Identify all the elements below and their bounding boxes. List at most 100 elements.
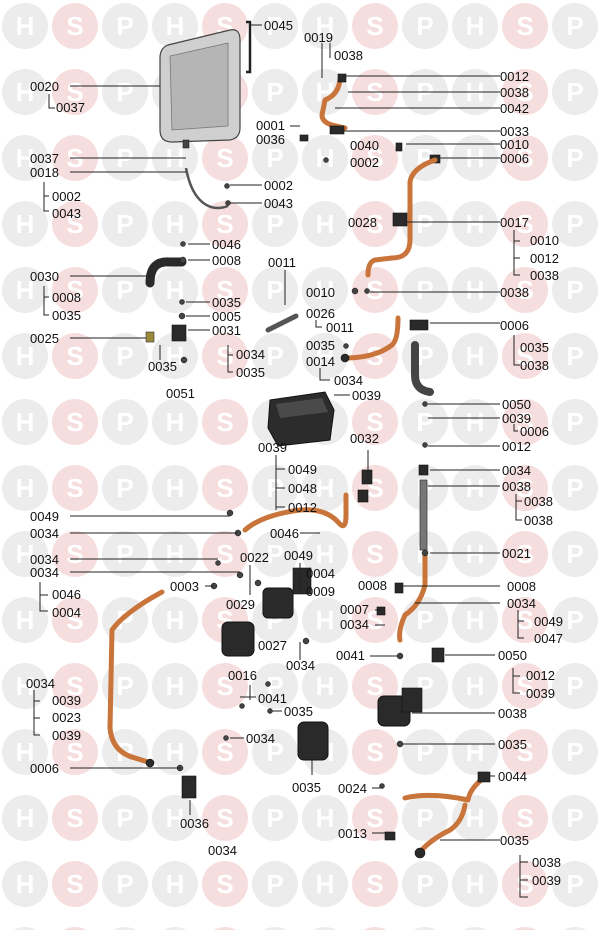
part-label[interactable]: 0009 — [306, 584, 335, 599]
part-label[interactable]: 0039 — [52, 728, 81, 743]
part-label[interactable]: 0036 — [180, 816, 209, 831]
part-label[interactable]: 0004 — [52, 605, 81, 620]
part-label[interactable]: 0035 — [284, 704, 313, 719]
part-label[interactable]: 0002 — [264, 178, 293, 193]
part-label[interactable]: 0034 — [26, 676, 55, 691]
part-label[interactable]: 0049 — [534, 614, 563, 629]
part-label[interactable]: 0035 — [498, 737, 527, 752]
part-label[interactable]: 0038 — [532, 855, 561, 870]
fitting[interactable] — [418, 464, 429, 476]
heat-exchanger[interactable] — [267, 391, 335, 447]
part-label[interactable]: 0046 — [52, 587, 81, 602]
part-label[interactable]: 0048 — [288, 481, 317, 496]
fitting[interactable] — [337, 73, 347, 83]
part-label[interactable]: 0012 — [530, 251, 559, 266]
part-label[interactable]: 0011 — [268, 255, 296, 270]
part-label[interactable]: 0034 — [30, 526, 59, 541]
part-label[interactable]: 0034 — [286, 658, 315, 673]
pipe-0017[interactable] — [365, 157, 438, 278]
part-label[interactable]: 0034 — [208, 843, 237, 858]
part-label[interactable]: 0028 — [348, 215, 377, 230]
part-label[interactable]: 0036 — [256, 132, 285, 147]
part-label[interactable]: 0016 — [228, 668, 257, 683]
part-label[interactable]: 0024 — [338, 781, 367, 796]
part-label[interactable]: 0002 — [350, 155, 379, 170]
fitting[interactable] — [409, 319, 429, 331]
part-label[interactable]: 0031 — [212, 323, 241, 338]
part-label[interactable]: 0027 — [258, 638, 287, 653]
part-label[interactable]: 0025 — [30, 331, 59, 346]
part-label[interactable]: 0017 — [500, 215, 529, 230]
part-label[interactable]: 0008 — [52, 290, 81, 305]
part-label[interactable]: 0038 — [334, 48, 363, 63]
part-label[interactable]: 0006 — [30, 761, 59, 776]
pump-0023[interactable] — [377, 687, 423, 727]
pipe-0006[interactable] — [411, 341, 434, 396]
part-label[interactable]: 0006 — [500, 151, 529, 166]
part-label[interactable]: 0049 — [284, 548, 313, 563]
part-label[interactable]: 0004 — [306, 566, 335, 581]
motor-0047[interactable] — [221, 621, 255, 657]
part-label[interactable]: 0040 — [350, 138, 379, 153]
part-label[interactable]: 0051 — [166, 386, 195, 401]
part-label[interactable]: 0039 — [52, 693, 81, 708]
part-label[interactable]: 0049 — [288, 462, 317, 477]
part-label[interactable]: 0043 — [264, 196, 293, 211]
part-label[interactable]: 0018 — [30, 165, 59, 180]
valve-0024[interactable] — [181, 775, 197, 799]
part-label[interactable]: 0032 — [350, 431, 379, 446]
part-label[interactable]: 0012 — [500, 69, 529, 84]
part-label[interactable]: 0037 — [30, 151, 59, 166]
pipe-0016[interactable] — [107, 589, 165, 765]
flexible-hose[interactable] — [184, 167, 229, 210]
part-label[interactable]: 0008 — [358, 578, 387, 593]
fitting[interactable] — [329, 125, 345, 135]
part-label[interactable]: 0026 — [306, 306, 335, 321]
part-label[interactable]: 0034 — [246, 731, 275, 746]
part-label[interactable]: 0044 — [498, 769, 527, 784]
part-label[interactable]: 0010 — [500, 137, 529, 152]
fitting[interactable] — [361, 469, 373, 485]
part-label[interactable]: 0035 — [500, 833, 529, 848]
part-label[interactable]: 0034 — [507, 596, 536, 611]
part-label[interactable]: 0035 — [306, 338, 335, 353]
part-label[interactable]: 0039 — [258, 440, 287, 455]
fitting[interactable] — [357, 489, 369, 503]
fitting[interactable] — [477, 771, 491, 783]
part-label[interactable]: 0012 — [526, 668, 555, 683]
sensor[interactable] — [145, 331, 155, 343]
part-label[interactable]: 0049 — [30, 509, 59, 524]
rubber-hose[interactable] — [145, 257, 187, 288]
part-label[interactable]: 0003 — [170, 579, 199, 594]
part-label[interactable]: 0023 — [52, 710, 81, 725]
part-label[interactable]: 0008 — [507, 579, 536, 594]
part-label[interactable]: 0034 — [334, 373, 363, 388]
part-label[interactable]: 0005 — [212, 309, 241, 324]
part-label[interactable]: 0034 — [340, 617, 369, 632]
part-label[interactable]: 0039 — [532, 873, 561, 888]
part-label[interactable]: 0035 — [148, 359, 177, 374]
fitting[interactable] — [384, 831, 396, 841]
part-label[interactable]: 0038 — [498, 706, 527, 721]
part-label[interactable]: 0035 — [292, 780, 321, 795]
expansion-vessel[interactable] — [159, 29, 241, 149]
part-label[interactable]: 0038 — [524, 494, 553, 509]
part-label[interactable]: 0041 — [258, 691, 287, 706]
part-label[interactable]: 0034 — [236, 347, 265, 362]
part-label[interactable]: 0035 — [236, 365, 265, 380]
part-label[interactable]: 0019 — [304, 30, 333, 45]
valve-0028[interactable] — [392, 212, 408, 227]
part-label[interactable]: 0010 — [530, 233, 559, 248]
part-label[interactable]: 0001 — [256, 118, 285, 133]
part-label[interactable]: 0013 — [338, 826, 367, 841]
part-label[interactable]: 0035 — [52, 308, 81, 323]
bracket[interactable] — [246, 20, 252, 74]
part-label[interactable]: 0039 — [502, 411, 531, 426]
part-label[interactable]: 0045 — [264, 18, 293, 33]
fitting[interactable] — [376, 606, 386, 616]
part-label[interactable]: 0022 — [240, 550, 269, 565]
pump-body[interactable] — [262, 567, 312, 619]
part-label[interactable]: 0034 — [30, 565, 59, 580]
part-label[interactable]: 0008 — [212, 253, 241, 268]
part-label[interactable]: 0050 — [498, 648, 527, 663]
